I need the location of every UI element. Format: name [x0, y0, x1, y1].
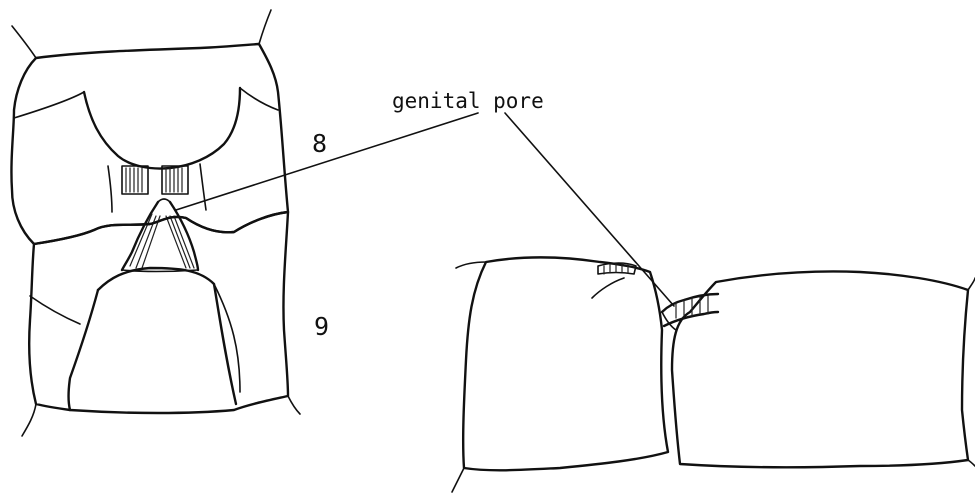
- lateral-left-bottom-bristle: [452, 468, 464, 492]
- genital-pore-label: genital pore: [392, 91, 544, 112]
- segment-9-inner-left: [30, 296, 80, 324]
- lower-left-bristle: [22, 404, 36, 436]
- upper-left-bristle: [12, 26, 36, 58]
- upper-right-bristle: [259, 10, 271, 44]
- segment-8-inner-left-vertical: [108, 166, 112, 212]
- lower-right-bristle: [288, 396, 300, 414]
- lateral-view: [452, 258, 975, 493]
- segment-8-label: 8: [312, 131, 327, 156]
- lateral-left-top-line: [592, 278, 624, 298]
- segment-8-inner-line-right: [240, 88, 278, 110]
- genital-pore-ventral: [122, 199, 198, 272]
- segment-8-inner-line-left: [14, 92, 84, 118]
- lateral-right-bottom-bristle: [968, 460, 975, 466]
- lateral-left-segment-outline: [463, 258, 668, 471]
- leader-lines: [176, 113, 674, 306]
- segment-9-plate-left: [69, 290, 99, 410]
- segment-9-inner-right: [214, 284, 240, 392]
- lateral-right-top-bristle: [968, 278, 975, 290]
- segment-9-outline: [29, 212, 288, 413]
- right-sclerite: [162, 166, 188, 194]
- leader-line-ventral: [176, 113, 478, 210]
- lateral-left-bristle: [456, 262, 486, 268]
- left-sclerite: [122, 166, 148, 194]
- segment-8-inner-right-vertical: [200, 164, 206, 210]
- leader-line-lateral: [505, 113, 674, 306]
- segment-8-plate: [84, 88, 240, 169]
- lateral-right-segment-outline: [672, 271, 968, 467]
- ventral-view: [11, 10, 300, 436]
- segment-9-label: 9: [314, 314, 329, 339]
